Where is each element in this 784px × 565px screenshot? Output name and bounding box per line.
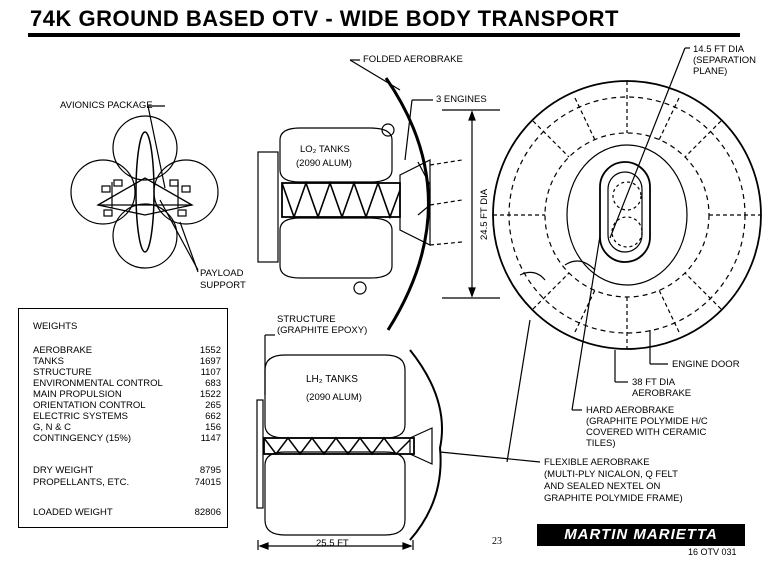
- weights-row-label: ELECTRIC SYSTEMS: [33, 411, 129, 422]
- structure-material-label: (GRAPHITE EPOXY): [277, 325, 368, 336]
- side-view-lower: [256, 334, 443, 550]
- page-title: 74K GROUND BASED OTV - WIDE BODY TRANSPO…: [30, 6, 619, 31]
- propellants-value: 74015: [194, 477, 221, 488]
- weights-row-label: STRUCTURE: [33, 367, 92, 378]
- weights-row-value: 265: [205, 400, 221, 411]
- weights-row-label: CONTINGENCY (15%): [33, 433, 132, 444]
- weights-row-label: TANKS: [33, 356, 64, 367]
- lh2-tanks-material: (2090 ALUM): [306, 392, 362, 403]
- hard-aerobrake-label-4: TILES): [586, 438, 616, 449]
- separation-label-3: PLANE): [693, 66, 728, 77]
- page-number: 23: [492, 536, 502, 547]
- payload-support-label-1: PAYLOAD: [200, 268, 244, 279]
- weights-row-value: 1147: [200, 433, 221, 444]
- avionics-package-label: AVIONICS PACKAGE: [60, 100, 153, 111]
- propellants-label: PROPELLANTS, ETC.: [33, 477, 130, 488]
- weights-row-label: ORIENTATION CONTROL: [33, 400, 146, 411]
- weights-row-value: 683: [205, 378, 221, 389]
- payload-support-label-2: SUPPORT: [200, 280, 246, 291]
- weights-header: WEIGHTS: [33, 321, 78, 332]
- engines-label: 3 ENGINES: [436, 94, 487, 105]
- weights-row-value: 1697: [199, 356, 221, 367]
- weights-row-label: AEROBRAKE: [33, 345, 93, 356]
- weights-row-value: 662: [205, 411, 221, 422]
- front-view: [439, 47, 762, 463]
- dia-24-label: 24.5 FT DIA: [479, 188, 490, 240]
- title-rule: [28, 33, 740, 37]
- weights-row-value: 1522: [199, 389, 221, 400]
- hard-aerobrake-label-1: HARD AEROBRAKE: [586, 405, 675, 416]
- dry-weight-label: DRY WEIGHT: [33, 465, 94, 476]
- loaded-weight-label: LOADED WEIGHT: [33, 507, 113, 518]
- dia-38-label-2: AEROBRAKE: [632, 388, 692, 399]
- loaded-weight-value: 82806: [194, 507, 221, 518]
- separation-label-2: (SEPARATION: [693, 55, 756, 66]
- separation-label-1: 14.5 FT DIA: [693, 44, 745, 55]
- top-view: [70, 105, 219, 273]
- side-view-upper: [257, 59, 500, 331]
- dry-weight-value: 8795: [199, 465, 221, 476]
- lo2-tanks-material: (2090 ALUM): [296, 158, 352, 169]
- flexible-aerobrake-label-3: AND SEALED NEXTEL ON: [544, 481, 661, 492]
- hard-aerobrake-label-2: (GRAPHITE POLYMIDE H/C: [586, 416, 708, 427]
- lh2-tanks-label: LH₂ TANKS: [306, 374, 358, 385]
- weights-row-label: ENVIRONMENTAL CONTROL: [33, 378, 163, 389]
- weights-row-value: 1107: [200, 367, 221, 378]
- width-label: 25.5 FT: [316, 538, 349, 549]
- weights-row-label: MAIN PROPULSION: [33, 389, 122, 400]
- engine-door-label: ENGINE DOOR: [672, 359, 740, 370]
- lo2-tanks-label: LO₂ TANKS: [300, 144, 350, 155]
- weights-row-value: 1552: [199, 345, 221, 356]
- folded-aerobrake-label: FOLDED AEROBRAKE: [363, 54, 463, 65]
- dia-38-label-1: 38 FT DIA: [632, 377, 676, 388]
- weights-row-value: 156: [205, 422, 221, 433]
- structure-label: STRUCTURE: [277, 314, 336, 325]
- flexible-aerobrake-label-1: FLEXIBLE AEROBRAKE: [544, 457, 650, 468]
- weights-row-label: G, N & C: [33, 422, 72, 433]
- martin-marietta-logo: MARTIN MARIETTA: [537, 524, 745, 546]
- reference-code: 16 OTV 031: [688, 547, 737, 557]
- flexible-aerobrake-label-2: (MULTI-PLY NICALON, Q FELT: [544, 469, 678, 480]
- flexible-aerobrake-label-4: GRAPHITE POLYMIDE FRAME): [544, 493, 683, 504]
- hard-aerobrake-label-3: COVERED WITH CERAMIC: [586, 427, 707, 438]
